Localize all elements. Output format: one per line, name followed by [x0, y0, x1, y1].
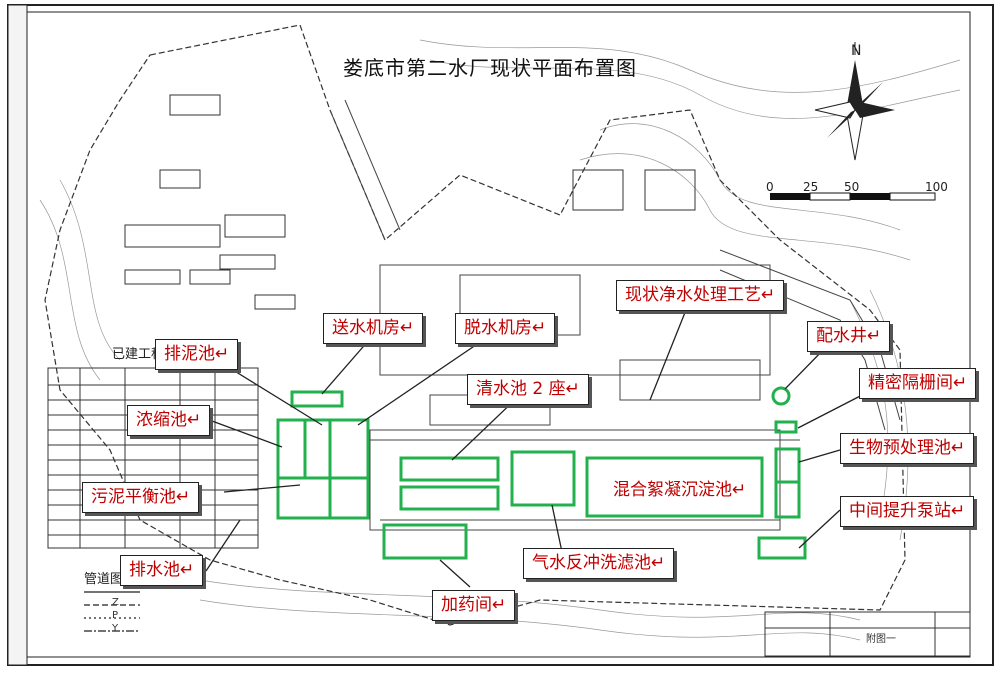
residential-buildings: [124, 94, 296, 310]
callout-drain-pool: 排水池↵: [120, 555, 204, 586]
dosing-outline: [382, 523, 468, 560]
title-block: [764, 611, 971, 657]
pipe-label-p: P: [112, 610, 119, 621]
callout-sludge-balance: 污泥平衡池↵: [82, 482, 200, 513]
distribution-well-outline: [771, 386, 791, 406]
north-arrow-icon: [814, 42, 895, 161]
callout-dosing: 加药间↵: [432, 590, 516, 621]
callout-distribution-well: 配水井↵: [807, 321, 891, 352]
sludge-discharge-outline: [276, 418, 370, 520]
reservoir-13: [644, 169, 696, 211]
callout-mid-lift-pump: 中间提升泵站↵: [840, 496, 975, 527]
north-label: N: [851, 43, 862, 59]
pipe-legend: [84, 591, 140, 632]
clear-water-outline-1: [399, 456, 500, 482]
callout-sludge-discharge: 排泥池↵: [155, 339, 239, 370]
site-boundary: [44, 24, 906, 626]
callout-clear-water: 清水池 2 座↵: [467, 374, 589, 405]
reservoir-12: [572, 169, 624, 211]
pipe-label-z: Z: [112, 597, 119, 608]
fine-screen-outline: [774, 420, 798, 434]
drawing-number: 附图一: [866, 634, 896, 645]
legend-table-title: 已建工程: [112, 347, 165, 362]
legend-table: [47, 367, 259, 549]
callout-mix-floc-settle: 混合絮凝沉淀池↵: [613, 480, 747, 500]
sheet-binding-strip: [7, 4, 28, 666]
callout-bio-pretreat: 生物预处理池↵: [840, 433, 975, 464]
map-title: 娄底市第二水厂现状平面布置图: [343, 56, 637, 80]
facility-outlines: [276, 386, 807, 560]
send-pump-outline: [290, 390, 344, 408]
callout-send-pump: 送水机房↵: [323, 313, 424, 344]
scale-tick-25: 25: [803, 180, 819, 194]
pipe-label-y: Y: [112, 623, 119, 634]
callout-concentration: 浓缩池↵: [127, 405, 211, 436]
scale-tick-0: 0: [766, 180, 774, 194]
access-road: [329, 99, 401, 241]
callout-fine-screen: 精密隔栅间↵: [859, 368, 977, 399]
mid-lift-outline: [757, 536, 807, 560]
callout-process: 现状净水处理工艺↵: [616, 280, 785, 311]
callout-air-water-filter: 气水反冲洗滤池↵: [523, 548, 675, 579]
settle-outline: [585, 456, 764, 518]
scale-tick-100: 100: [925, 180, 948, 194]
scale-bar: [770, 192, 936, 201]
scale-tick-50: 50: [844, 180, 860, 194]
clear-water-outline-2: [399, 485, 500, 511]
callout-dewater: 脱水机房↵: [455, 313, 556, 344]
filter-outline: [510, 450, 576, 507]
